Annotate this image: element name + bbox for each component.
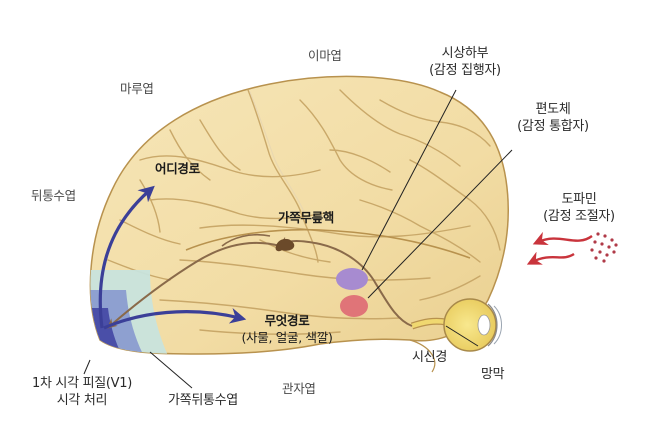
label-optic-nerve: 시신경 — [412, 350, 447, 365]
label-amygdala: 편도체 (감정 통합자) — [508, 101, 598, 135]
hypothalamus-title: 시상하부 — [441, 46, 489, 61]
eye — [410, 298, 502, 352]
label-dopamine: 도파민 (감정 조절자) — [534, 191, 624, 225]
label-v1: 1차 시각 피질(V1) 시각 처리 — [22, 375, 142, 409]
brain-cortex — [89, 75, 509, 355]
amygdala-marker — [340, 295, 368, 317]
brainstem-outline — [409, 339, 436, 373]
label-hypothalamus: 시상하부 (감정 집행자) — [420, 45, 510, 79]
label-parietal-lobe: 마루엽 — [120, 81, 154, 96]
hypothalamus-marker — [336, 268, 368, 290]
label-dorsal-pathway: 어디경로 — [155, 161, 200, 176]
lgn-marker — [275, 238, 295, 252]
ventral-pathway-arrow — [103, 307, 247, 330]
amygdala-role: (감정 통합자) — [517, 119, 589, 134]
label-occipital-lobe: 뒤통수엽 — [31, 188, 76, 203]
label-frontal-lobe: 이마엽 — [308, 48, 342, 63]
v1-title: 1차 시각 피질(V1) — [31, 376, 133, 391]
optic-pathway — [106, 233, 413, 329]
dopamine-role: (감정 조절자) — [543, 209, 615, 224]
ventral-pathway-detail: (사물, 얼굴, 색깔) — [241, 330, 333, 345]
label-lateral-occipital-lobe: 가쪽뒤통수엽 — [168, 393, 238, 408]
dopamine-title: 도파민 — [561, 192, 597, 207]
hypothalamus-role: (감정 집행자) — [429, 63, 501, 78]
leader-lines — [83, 89, 513, 389]
label-lgn: 가쪽무릎핵 — [278, 210, 335, 225]
dorsal-pathway-arrow — [98, 185, 155, 329]
label-retina: 망막 — [481, 367, 505, 382]
label-temporal-lobe: 관자엽 — [282, 381, 316, 396]
dopamine-release — [526, 231, 618, 265]
v1-role: 시각 처리 — [56, 393, 108, 408]
amygdala-title: 편도체 — [535, 102, 571, 117]
ventral-pathway-title: 무엇경로 — [264, 313, 310, 328]
label-ventral-pathway: 무엇경로 (사물, 얼굴, 색깔) — [232, 312, 342, 346]
